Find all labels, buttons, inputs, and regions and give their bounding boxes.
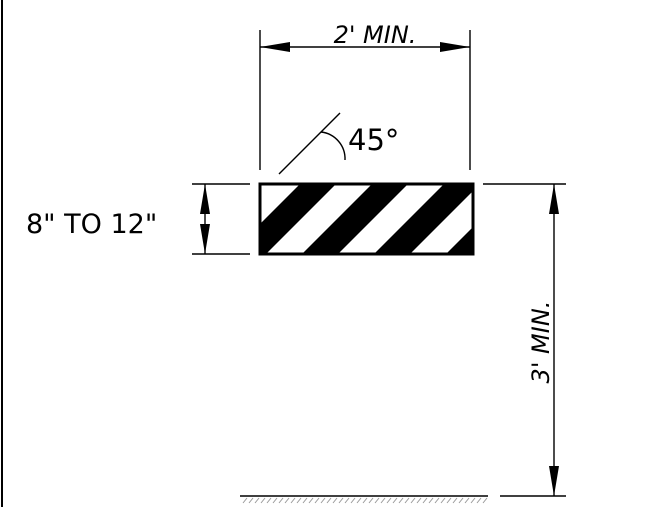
- width-label: 2' MIN.: [334, 21, 417, 49]
- angle-arc: [320, 131, 346, 161]
- hatch-mark: [314, 497, 320, 504]
- arrowhead-right: [440, 42, 470, 52]
- hatch-mark: [380, 497, 386, 504]
- hatch-mark: [386, 497, 392, 504]
- hatch-mark: [338, 497, 344, 504]
- arrowhead-bottom: [549, 466, 559, 496]
- arrowhead-top: [549, 184, 559, 214]
- angle-label: 45°: [348, 123, 399, 157]
- height-label: 3' MIN.: [527, 301, 555, 384]
- black-stripe: [260, 184, 336, 254]
- ground-line: [240, 495, 488, 504]
- hatch-mark: [326, 497, 332, 504]
- hatch-mark: [260, 497, 266, 504]
- hatch-mark: [398, 497, 404, 504]
- width-dimension: 2' MIN.: [259, 21, 471, 170]
- hatch-mark: [404, 497, 410, 504]
- black-stripe: [374, 184, 473, 254]
- angle-indicator: 45°: [278, 112, 399, 175]
- hatch-mark: [362, 497, 368, 504]
- hatch-mark: [368, 497, 374, 504]
- hatch-mark: [422, 497, 428, 504]
- angle-leg: [278, 112, 341, 175]
- hatch-mark: [266, 497, 272, 504]
- hatch-mark: [452, 497, 458, 504]
- ground-hatch: [242, 497, 488, 504]
- hatch-mark: [242, 497, 248, 504]
- arrowhead-left: [260, 42, 290, 52]
- hatch-mark: [440, 497, 446, 504]
- hatch-mark: [296, 497, 302, 504]
- hatch-mark: [458, 497, 464, 504]
- hatch-mark: [410, 497, 416, 504]
- hatch-mark: [248, 497, 254, 504]
- hatch-mark: [428, 497, 434, 504]
- diagonal-stripes: [260, 184, 473, 254]
- hatch-mark: [476, 497, 482, 504]
- striped-panel: [258, 182, 475, 256]
- arrowhead-up: [200, 184, 210, 214]
- hatch-mark: [350, 497, 356, 504]
- hatch-mark: [344, 497, 350, 504]
- hatch-mark: [272, 497, 278, 504]
- hatch-mark: [470, 497, 476, 504]
- hatch-mark: [374, 497, 380, 504]
- arrowhead-down: [200, 224, 210, 254]
- hatch-mark: [308, 497, 314, 504]
- hatch-mark: [278, 497, 284, 504]
- hatch-mark: [416, 497, 422, 504]
- hatch-mark: [290, 497, 296, 504]
- hatch-mark: [446, 497, 452, 504]
- hatch-mark: [434, 497, 440, 504]
- hatch-mark: [356, 497, 362, 504]
- hatch-mark: [284, 497, 290, 504]
- hatch-mark: [320, 497, 326, 504]
- hatch-mark: [254, 497, 260, 504]
- hatch-mark: [302, 497, 308, 504]
- stripe-height-dimension: 8" TO 12": [26, 183, 250, 255]
- hatch-mark: [482, 497, 488, 504]
- height-dimension: 3' MIN.: [483, 183, 566, 497]
- hatch-mark: [332, 497, 338, 504]
- stripe-height-label: 8" TO 12": [26, 209, 157, 240]
- black-stripe: [446, 227, 473, 254]
- hatch-mark: [392, 497, 398, 504]
- panel-outline: [258, 182, 475, 256]
- black-stripe: [302, 184, 408, 254]
- hatch-mark: [464, 497, 470, 504]
